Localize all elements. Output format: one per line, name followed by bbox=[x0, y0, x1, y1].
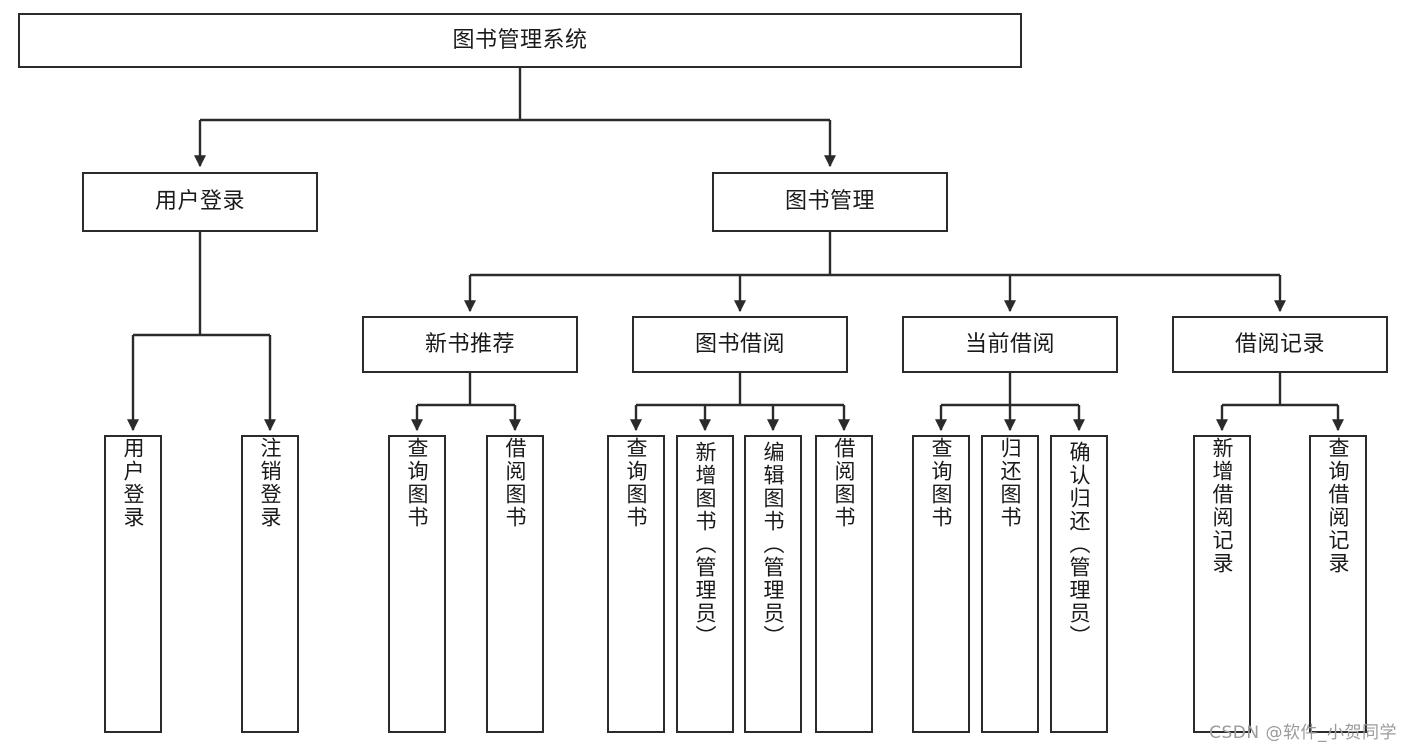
leaf-current-confirm-return-admin-label: 确认归还（管理员） bbox=[1067, 441, 1092, 648]
leaf-user-login-login-label: 用户登录 bbox=[121, 437, 146, 529]
leaf-record-query[interactable]: 查询借阅记录 bbox=[1309, 435, 1367, 733]
node-user-login[interactable]: 用户登录 bbox=[82, 172, 318, 232]
node-new-book-recommend-label: 新书推荐 bbox=[424, 331, 515, 357]
leaf-new-book-query[interactable]: 查询图书 bbox=[388, 435, 446, 733]
leaf-new-book-query-label: 查询图书 bbox=[405, 437, 430, 529]
node-book-manage[interactable]: 图书管理 bbox=[712, 172, 948, 232]
leaf-borrow-query-book[interactable]: 查询图书 bbox=[607, 435, 665, 733]
leaf-record-add-label: 新增借阅记录 bbox=[1210, 437, 1235, 575]
node-borrow-record[interactable]: 借阅记录 bbox=[1172, 316, 1388, 373]
node-root-system-label: 图书管理系统 bbox=[452, 27, 588, 53]
node-book-borrow-label: 图书借阅 bbox=[694, 331, 785, 357]
leaf-borrow-add-book-admin-label: 新增图书（管理员） bbox=[693, 441, 718, 648]
leaf-borrow-query-book-label: 查询图书 bbox=[624, 437, 649, 529]
leaf-new-book-borrow[interactable]: 借阅图书 bbox=[486, 435, 544, 733]
node-current-borrow-label: 当前借阅 bbox=[964, 331, 1055, 357]
leaf-current-confirm-return-admin[interactable]: 确认归还（管理员） bbox=[1050, 435, 1108, 733]
leaf-current-query-book-label: 查询图书 bbox=[929, 437, 954, 529]
node-new-book-recommend[interactable]: 新书推荐 bbox=[362, 316, 578, 373]
leaf-record-query-label: 查询借阅记录 bbox=[1326, 437, 1351, 575]
leaf-user-login-logout[interactable]: 注销登录 bbox=[241, 435, 299, 733]
csdn-watermark: CSDN @软件_小贺同学 bbox=[1209, 723, 1397, 743]
leaf-record-add[interactable]: 新增借阅记录 bbox=[1193, 435, 1251, 733]
leaf-user-login-login[interactable]: 用户登录 bbox=[104, 435, 162, 733]
node-borrow-record-label: 借阅记录 bbox=[1234, 331, 1325, 357]
leaf-borrow-borrow-book[interactable]: 借阅图书 bbox=[815, 435, 873, 733]
node-user-login-label: 用户登录 bbox=[154, 189, 245, 215]
node-root-system[interactable]: 图书管理系统 bbox=[18, 13, 1022, 68]
leaf-new-book-borrow-label: 借阅图书 bbox=[503, 437, 528, 529]
leaf-user-login-logout-label: 注销登录 bbox=[258, 437, 283, 529]
leaf-borrow-edit-book-admin[interactable]: 编辑图书（管理员） bbox=[744, 435, 802, 733]
leaf-current-return-book[interactable]: 归还图书 bbox=[981, 435, 1039, 733]
leaf-borrow-add-book-admin[interactable]: 新增图书（管理员） bbox=[676, 435, 734, 733]
leaf-borrow-edit-book-admin-label: 编辑图书（管理员） bbox=[761, 441, 786, 648]
node-current-borrow[interactable]: 当前借阅 bbox=[902, 316, 1118, 373]
leaf-current-return-book-label: 归还图书 bbox=[998, 437, 1023, 529]
node-book-borrow[interactable]: 图书借阅 bbox=[632, 316, 848, 373]
leaf-borrow-borrow-book-label: 借阅图书 bbox=[832, 437, 857, 529]
leaf-current-query-book[interactable]: 查询图书 bbox=[912, 435, 970, 733]
node-book-manage-label: 图书管理 bbox=[784, 189, 875, 215]
